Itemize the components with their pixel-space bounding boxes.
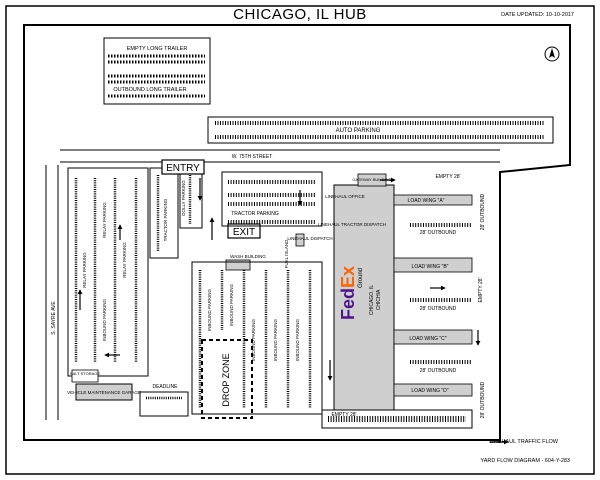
inbound-parking-lot xyxy=(191,261,323,415)
north-arrow-icon xyxy=(544,46,560,62)
load-wing-d-label: LOAD WING "D" xyxy=(411,388,448,394)
linehaul-tractor-dispatch-label: LINEHAUL TRACTOR DISPATCH xyxy=(318,222,386,227)
fuel-island-label: FUEL ISLAND xyxy=(284,239,289,269)
diagram-id: YARD FLOW DIAGRAM - 604-Y-283 xyxy=(480,458,570,464)
page-border xyxy=(5,5,595,475)
outbound-28-label-1: 28' OUTBOUND xyxy=(420,230,457,236)
drop-zone xyxy=(201,339,253,419)
city-code-label: CHICAGO, IL xyxy=(369,285,375,316)
relay-parking-lot xyxy=(67,167,149,377)
relay-parking-label-1: RELAY PARKING xyxy=(82,252,87,288)
dolly-parking-label: DOLLY PARKING xyxy=(181,180,186,216)
svg-text:Ex: Ex xyxy=(338,266,358,288)
entry-sign xyxy=(161,159,205,175)
auto-parking-lot xyxy=(207,116,554,144)
empty-28-right-label: EMPTY 28' xyxy=(478,277,484,302)
drop-zone-label: DROP ZONE xyxy=(221,353,231,406)
empty-long-trailer-label: EMPTY LONG TRAILER xyxy=(127,46,188,52)
deadline-label: DEADLINE xyxy=(152,384,178,390)
outbound-28-label-3: 28' OUTBOUND xyxy=(420,368,457,374)
outbound-28-right-bottom-label: 28' OUTBOUND xyxy=(480,381,486,418)
inbound-parking-label-6: INBOUND PARKING xyxy=(295,319,300,361)
relay-parking-label-3: RELAY PARKING xyxy=(122,242,127,278)
auto-parking-label: AUTO PARKING xyxy=(336,128,381,134)
inbound-parking-label-5: INBOUND PARKING xyxy=(273,319,278,361)
property-boundary xyxy=(23,24,571,441)
date-updated: DATE UPDATED: 10-10-2017 xyxy=(501,12,574,18)
map-title: CHICAGO, IL HUB xyxy=(233,6,367,23)
entry-label: ENTRY xyxy=(166,163,200,174)
empty-28-top-label: EMPTY 28' xyxy=(435,174,460,180)
exit-label: EXIT xyxy=(233,227,255,238)
inbound-parking-label-1: INBOUND PARKING xyxy=(102,299,107,341)
trailer-stripes xyxy=(108,54,205,98)
inbound-parking-label-4: INBOUND PARKING xyxy=(251,319,256,361)
empty-28-bottom-label: EMPTY 28' xyxy=(331,412,356,418)
relay-parking-label-2: RELAY PARKING xyxy=(102,202,107,238)
street-label: W. 75TH STREET xyxy=(232,154,273,160)
long-trailer-lot xyxy=(103,37,211,105)
load-wing-a-label: LOAD WING "A" xyxy=(408,198,445,204)
svg-text:Fed: Fed xyxy=(338,288,358,320)
legend-label: LINEHAUL TRAFFIC FLOW xyxy=(489,439,558,445)
vehicle-maintenance-label: VEHICLE MAINTENANCE GARAGE xyxy=(67,390,141,395)
fedex-logo: Fed Ex Ground xyxy=(338,266,364,320)
sayre-ave-label: S. SAYRE AVE xyxy=(51,301,57,335)
inbound-parking-label-2: INBOUND PARKING xyxy=(207,289,212,331)
maintenance-garage xyxy=(75,383,133,401)
tractor-parking-side-label: TRACTOR PARKING xyxy=(163,198,168,241)
gateway-building-label: GATEWAY BUILDING xyxy=(352,177,391,182)
outbound-long-trailer-label: OUTBOUND LONG TRAILER xyxy=(113,87,186,93)
outbound-28-right-top-label: 28' OUTBOUND xyxy=(480,193,486,230)
salt-storage-label: SALT STORAGE xyxy=(70,371,101,376)
outbound-28-label-2: 28' OUTBOUND xyxy=(420,306,457,312)
load-wing-c-label: LOAD WING "C" xyxy=(409,336,446,342)
linehaul-dispatch-label: LINEHAUL DISPATCH xyxy=(287,236,332,241)
tractor-parking-lot xyxy=(221,171,323,227)
code-label: CHICHIA xyxy=(376,289,382,310)
traffic-flow-arrows xyxy=(77,177,481,381)
tractor-parking-label: TRACTOR PARKING xyxy=(231,211,279,217)
svg-text:Ground: Ground xyxy=(358,268,364,288)
inbound-parking-label-3: INBOUND PARKING xyxy=(229,284,234,326)
load-wing-b-label: LOAD WING "B" xyxy=(412,264,449,270)
linehaul-dispatch-booth xyxy=(295,233,305,247)
wash-building xyxy=(225,259,251,271)
wash-building-label: WASH BUILDING xyxy=(230,254,266,259)
linehaul-office-label: LINEHAUL OFFICE xyxy=(325,194,365,199)
